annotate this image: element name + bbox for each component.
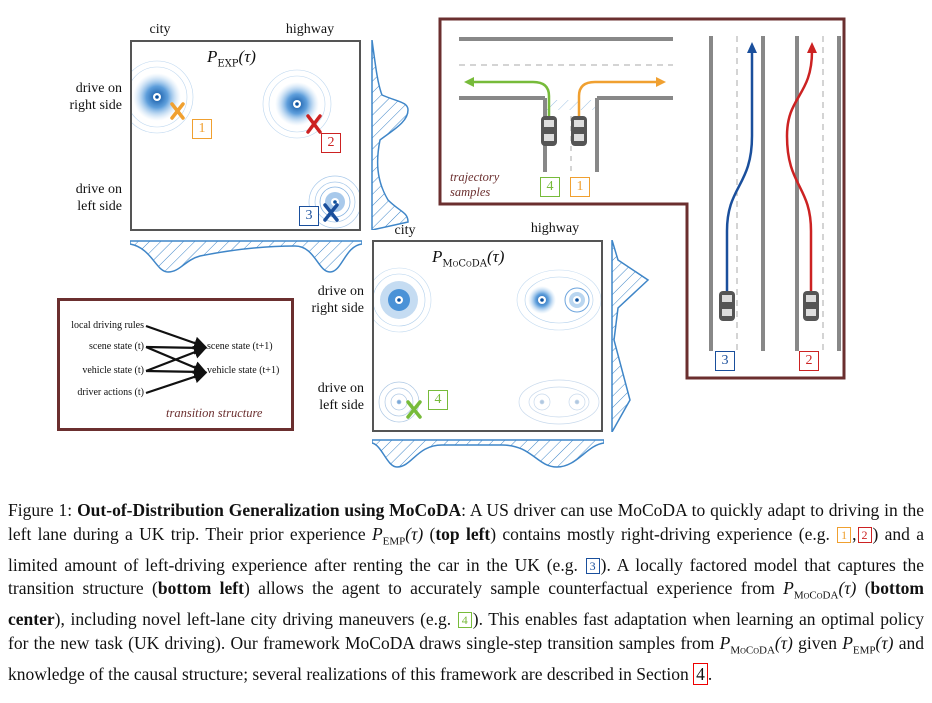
path-1 xyxy=(577,80,659,126)
tl-density-panel: PEXP(τ) 1 2 3 xyxy=(130,40,361,231)
bc-row-label-right: drive on right side xyxy=(311,284,365,316)
bc-density-panel: PMoCoDA(τ) 4 xyxy=(372,240,603,432)
caption-fig-label: Figure 1: xyxy=(8,500,73,520)
tl-x-mark-2 xyxy=(306,114,322,134)
tl-blob-highway-right xyxy=(262,69,332,139)
tl-col-label-highway: highway xyxy=(285,22,335,37)
bc-blob-city-left xyxy=(378,381,420,423)
tl-row-label-left: drive on left side xyxy=(75,182,122,214)
bc-label-4: 4 xyxy=(428,390,448,410)
section-link[interactable]: 4 xyxy=(693,662,708,685)
bc-blob-city-right xyxy=(374,267,432,333)
bc-row-label-left: drive on left side xyxy=(317,381,364,413)
tl-density-plot xyxy=(132,60,359,229)
figure-caption: Figure 1: Out-of-Distribution Generaliza… xyxy=(8,500,925,685)
tl-title: PEXP(τ) xyxy=(207,47,256,70)
traj-label-4: 4 xyxy=(540,177,560,197)
path-2 xyxy=(785,50,814,306)
caption-ref-4: 4 xyxy=(457,612,472,628)
trajectory-title: trajectory samples xyxy=(450,170,500,199)
bc-col-label-highway: highway xyxy=(530,221,580,236)
figure-1: city highway drive on right side drive o… xyxy=(57,17,846,468)
bc-blob-highway-right xyxy=(516,269,601,331)
caption-ref-1: 1 xyxy=(837,526,852,543)
ts-output-vehicle-state: vehicle state (t+1) xyxy=(207,365,280,376)
tl-right-marginal xyxy=(371,40,409,230)
trajectory-panel xyxy=(438,17,846,380)
transition-structure-box: local driving rules scene state (t) vehi… xyxy=(57,298,294,431)
highway-road xyxy=(709,36,841,351)
tl-row-label-right: drive on right side xyxy=(69,81,123,113)
ts-input-driver-actions: driver actions (t) xyxy=(77,387,144,398)
bc-density-plot xyxy=(374,267,601,425)
caption-ref-2: 2 xyxy=(857,526,872,543)
tl-blob-city-right xyxy=(132,60,194,134)
path-4 xyxy=(471,80,551,126)
tl-x-mark-1 xyxy=(170,102,185,120)
bc-right-marginal xyxy=(611,240,650,432)
bc-x-mark-4 xyxy=(406,400,422,419)
ts-input-local-rules: local driving rules xyxy=(71,320,144,331)
traj-label-1: 1 xyxy=(570,177,590,197)
tl-col-label-city: city xyxy=(149,22,171,37)
caption-ref-3: 3 xyxy=(585,557,600,574)
tl-label-2: 2 xyxy=(321,133,341,153)
bc-col-label-city: city xyxy=(394,223,416,238)
ts-title: transition structure xyxy=(166,406,263,420)
tl-x-mark-3 xyxy=(323,203,339,222)
bc-title: PMoCoDA(τ) xyxy=(432,247,505,270)
path-3 xyxy=(725,51,754,306)
ts-arrows xyxy=(145,324,208,395)
ts-output-scene-state: scene state (t+1) xyxy=(207,341,273,352)
traj-label-3: 3 xyxy=(715,351,735,371)
tl-bottom-marginal xyxy=(130,240,362,273)
tl-label-1: 1 xyxy=(192,119,212,139)
bc-blob-highway-left xyxy=(518,379,600,425)
car-icon xyxy=(541,116,587,146)
ts-input-scene-state: scene state (t) xyxy=(89,341,144,352)
caption-title: Out-of-Distribution Generalization using… xyxy=(77,500,462,520)
bc-bottom-marginal xyxy=(372,439,604,468)
ts-input-vehicle-state: vehicle state (t) xyxy=(82,365,144,376)
traj-label-2: 2 xyxy=(799,351,819,371)
tl-label-3: 3 xyxy=(299,206,319,226)
